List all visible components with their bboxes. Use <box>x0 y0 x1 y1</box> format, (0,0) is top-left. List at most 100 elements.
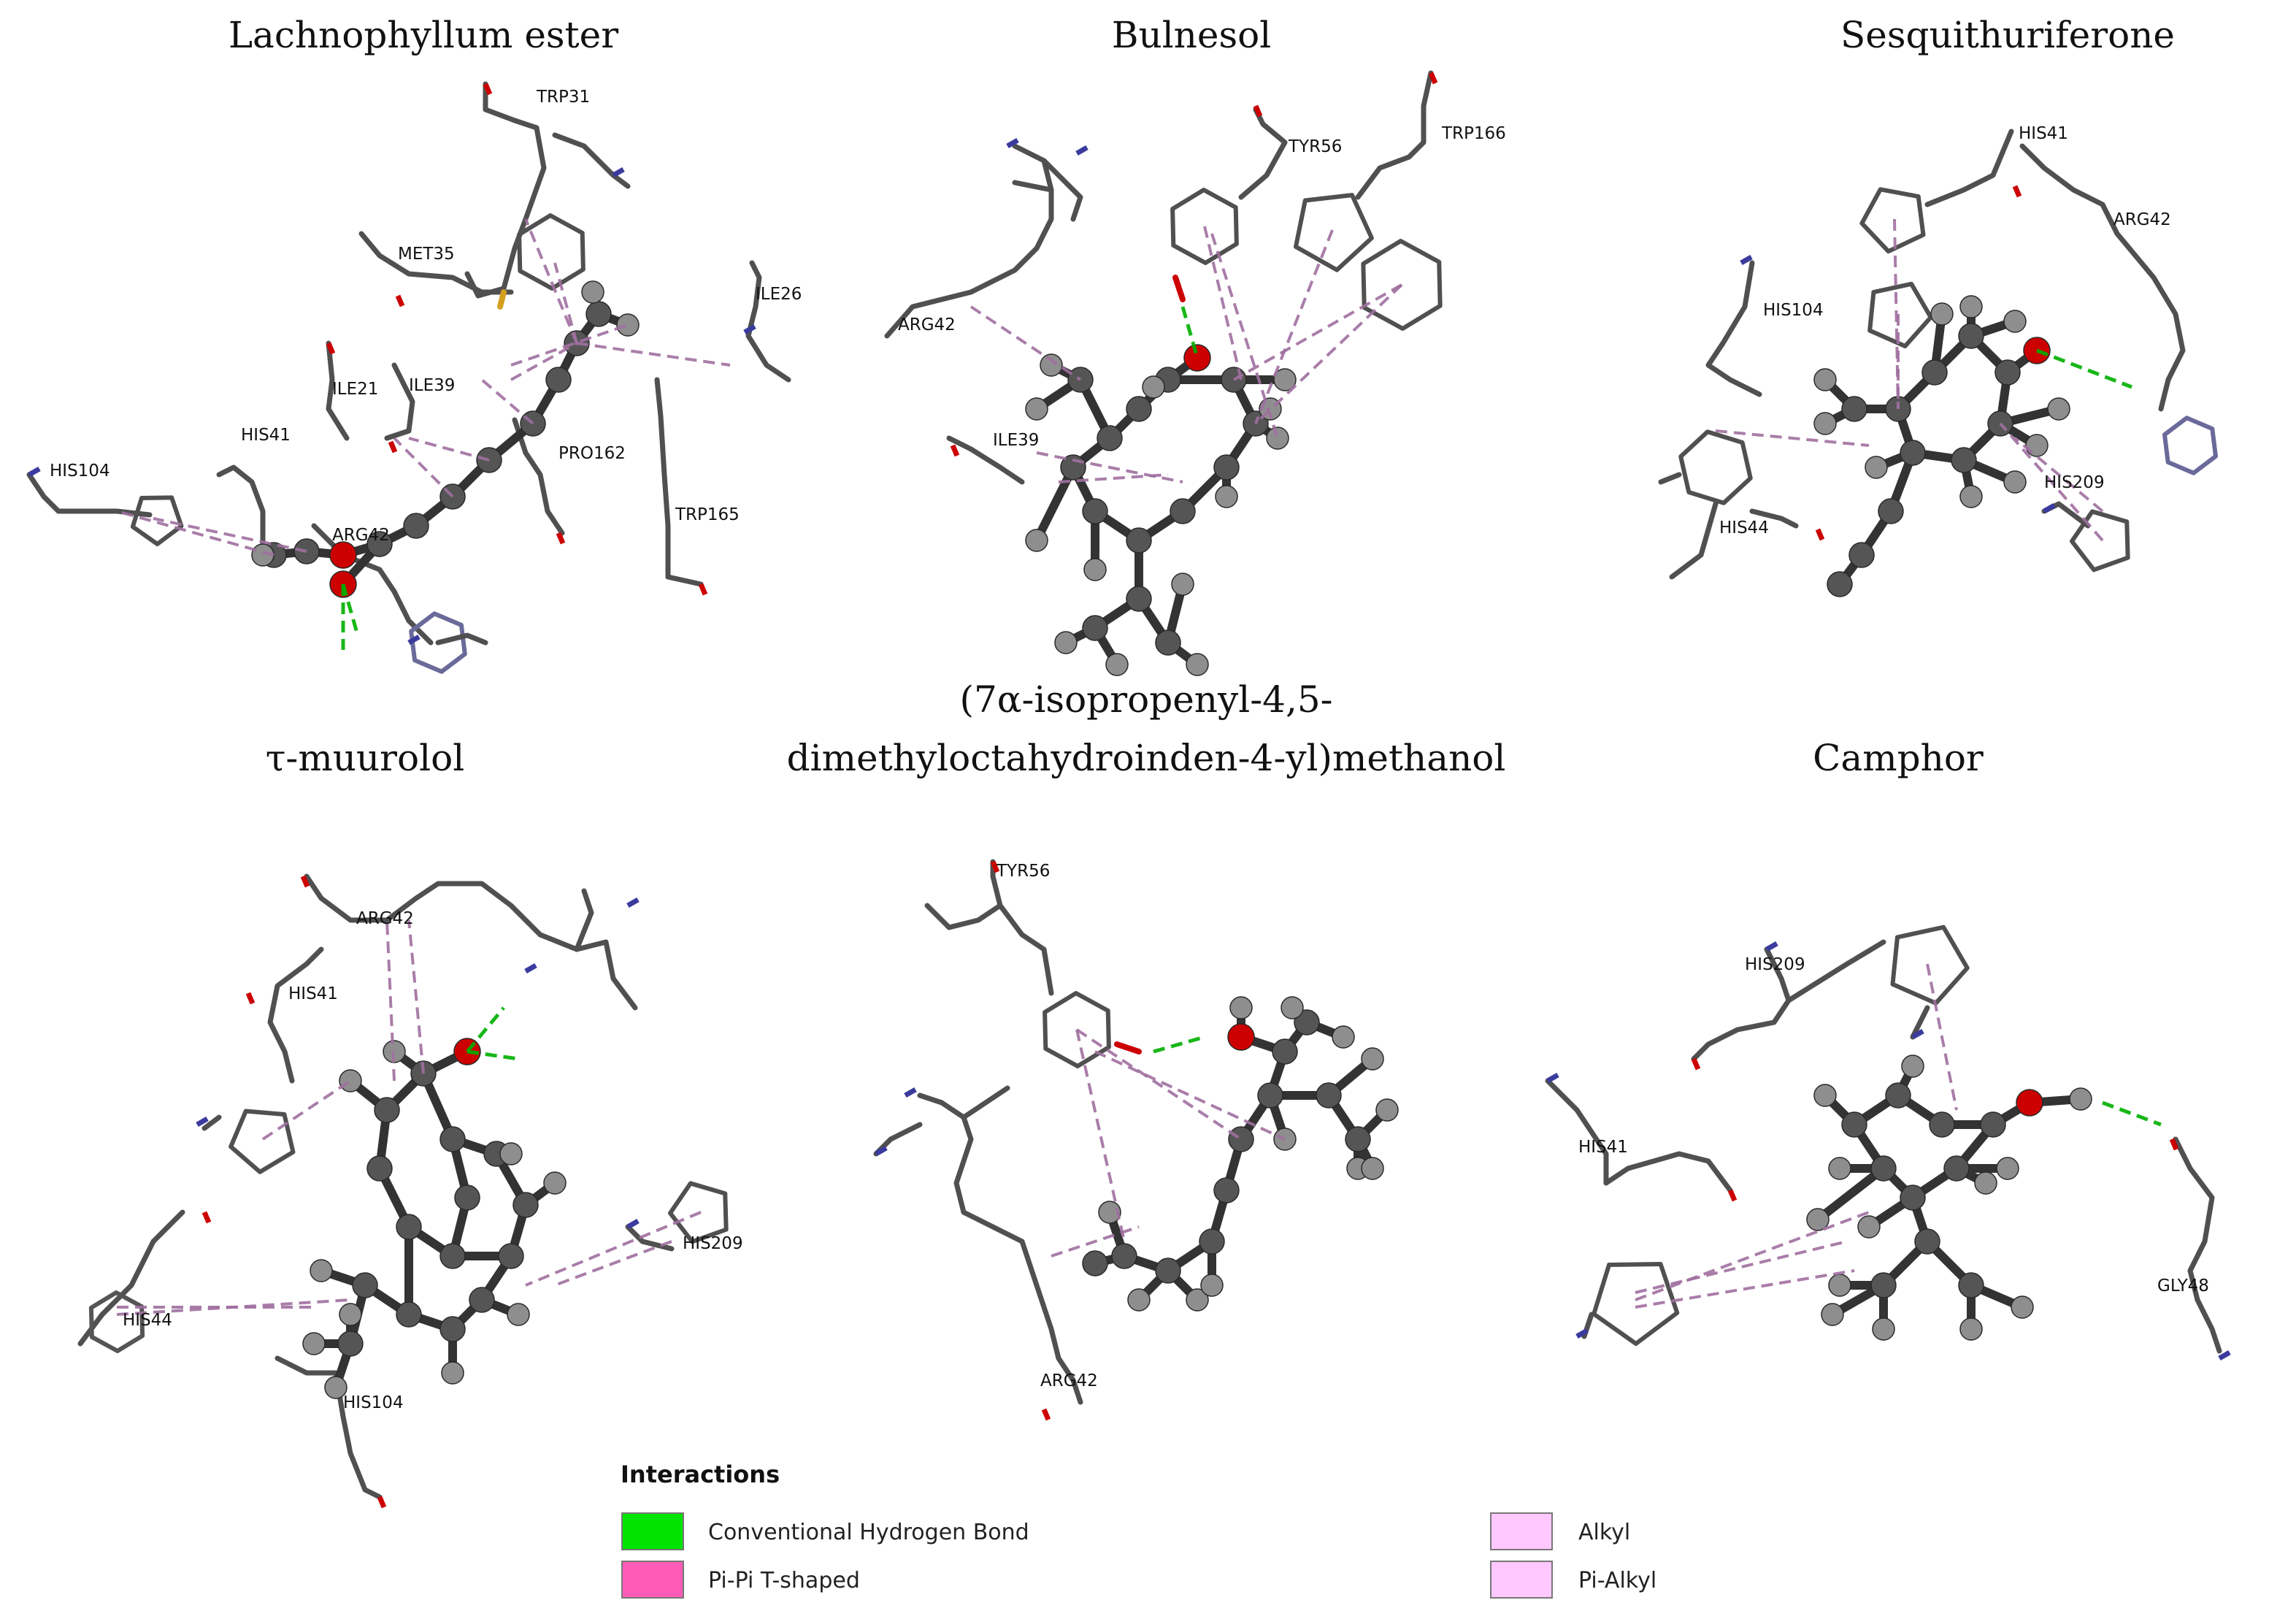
nitrogen-stick <box>1765 941 1778 952</box>
nitrogen-stick <box>1546 1072 1559 1084</box>
oxygen-stick <box>2169 1138 2179 1151</box>
carbon-atom <box>1082 615 1108 641</box>
oxygen-stick <box>388 440 398 453</box>
title-tau-muurolol: τ-muurolol <box>266 737 464 779</box>
residue-stick <box>1705 260 1762 397</box>
res-label-his104: HIS104 <box>50 462 110 481</box>
res-label-his41: HIS41 <box>288 984 338 1003</box>
carbon-atom <box>1943 1155 1970 1182</box>
hydrophobic-interaction-line <box>970 305 1082 381</box>
residue-stick <box>1172 275 1186 302</box>
hydrogen-atom <box>1083 558 1107 581</box>
res-label-pro162: PRO162 <box>558 444 626 463</box>
hydrogen-atom <box>1127 1288 1151 1312</box>
legend-swatch-pialkyl <box>1490 1561 1553 1599</box>
hydrogen-atom <box>324 1376 348 1399</box>
carbon-atom <box>1082 498 1108 524</box>
hydrophobic-interaction-line <box>510 342 577 381</box>
residue-stick <box>1293 193 1374 272</box>
nitrogen-stick <box>904 1087 917 1098</box>
carbon-atom <box>1870 1155 1897 1182</box>
carbon-atom <box>1885 1082 1911 1109</box>
hydrogen-atom <box>581 280 604 304</box>
hydrogen-bond-line <box>467 1049 519 1061</box>
carbon-atom <box>545 367 572 393</box>
oxygen-stick <box>483 83 493 96</box>
carbon-atom <box>439 1126 466 1152</box>
nitrogen-stick <box>524 962 537 974</box>
res-label-his41: HIS41 <box>1578 1138 1628 1157</box>
title-bulnesol: Bulnesol <box>1112 14 1271 56</box>
oxygen-stick <box>950 444 960 457</box>
residue-stick <box>1041 158 1083 222</box>
oxygen-atom <box>2016 1089 2043 1117</box>
residue-stick <box>2173 1136 2222 1354</box>
legend-swatch-pipi <box>621 1561 684 1599</box>
hydrophobic-interaction-line <box>153 517 307 553</box>
res-label-arg42: ARG42 <box>2113 210 2171 229</box>
hydrogen-atom <box>616 313 640 337</box>
residue-stick <box>201 1114 222 1131</box>
carbon-atom <box>1126 396 1152 422</box>
hydrophobic-interaction-line <box>1635 1211 1870 1301</box>
residue-stick <box>946 435 1025 485</box>
residue-stick <box>1170 188 1239 265</box>
carbon-atom <box>585 301 612 327</box>
hydrophobic-interaction-line <box>1036 451 1183 483</box>
residue-stick <box>1043 991 1111 1068</box>
residue-stick <box>2019 143 2186 412</box>
oxygen-atom <box>1227 1023 1255 1051</box>
carbon-atom <box>1097 425 1123 451</box>
carbon-atom <box>1294 1009 1320 1036</box>
hydrogen-atom <box>1171 573 1194 596</box>
hydrophobic-interaction-line <box>393 437 454 498</box>
carbon-atom <box>374 1097 400 1123</box>
res-label-his104: HIS104 <box>1763 301 1824 320</box>
carbon-atom <box>1155 1258 1181 1284</box>
nitrogen-stick <box>28 466 41 478</box>
hydrophobic-interaction-line <box>1233 283 1402 381</box>
carbon-atom <box>1841 1111 1867 1138</box>
ligand-bond <box>1813 1164 1888 1224</box>
residue-stick <box>552 132 631 189</box>
hydrophobic-interaction-line <box>524 218 578 344</box>
hydrogen-atom <box>1959 485 1983 508</box>
hydrogen-bond-line <box>1180 306 1199 359</box>
residue-stick <box>2162 416 2219 475</box>
carbon-atom <box>1900 440 1926 466</box>
hydrogen-atom <box>1857 1215 1881 1239</box>
carbon-atom <box>1272 1038 1298 1065</box>
hydrophobic-interaction-line <box>553 262 578 344</box>
nitrogen-stick <box>875 1145 888 1157</box>
residue-stick <box>1361 239 1443 331</box>
oxygen-atom <box>1183 344 1211 372</box>
carbon-atom <box>439 1243 466 1269</box>
hydrogen-bond-line <box>1153 1035 1205 1054</box>
residue-stick <box>435 632 488 646</box>
oxygen-stick <box>1253 104 1263 118</box>
residue-stick <box>1786 939 1886 1003</box>
residue-stick <box>961 1085 1010 1120</box>
residue-stick <box>512 417 565 536</box>
oxygen-stick <box>556 532 566 545</box>
carbon-atom <box>1878 498 1904 524</box>
hydrogen-atom <box>2003 310 2027 333</box>
hydrogen-atom <box>1996 1157 2019 1180</box>
res-label-arg42: ARG42 <box>332 526 390 545</box>
nitrogen-stick <box>1740 254 1753 266</box>
residue-stick <box>924 859 1003 930</box>
residue-stick <box>1859 187 1926 254</box>
oxygen-stick <box>698 583 708 596</box>
hydrogen-atom <box>2069 1087 2092 1111</box>
carbon-atom <box>1980 1111 2006 1138</box>
hydrogen-atom <box>1813 1084 1837 1107</box>
hydrophobic-interaction-line <box>1254 229 1334 424</box>
residue-stick <box>517 213 585 291</box>
hydrogen-atom <box>1806 1208 1829 1231</box>
carbon-atom <box>352 1272 378 1298</box>
hydrogen-atom <box>1215 485 1238 508</box>
oxygen-stick <box>395 294 405 307</box>
residue-stick <box>1669 501 1719 580</box>
carbon-atom <box>1126 586 1152 612</box>
carbon-atom <box>366 1155 393 1182</box>
